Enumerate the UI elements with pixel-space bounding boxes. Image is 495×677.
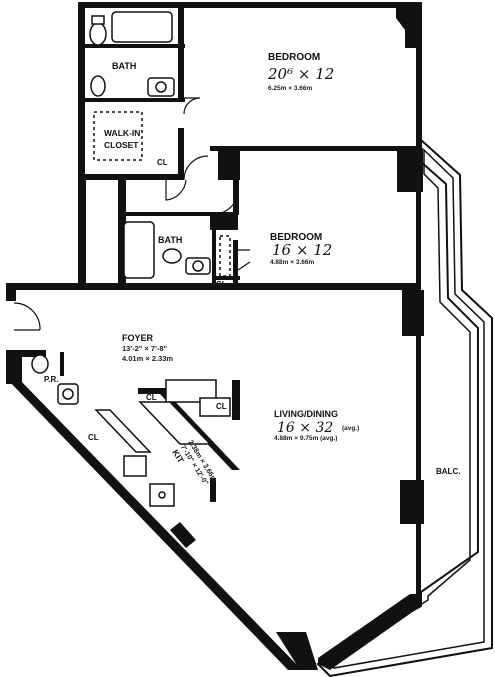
closet-label-walkin: CL — [157, 158, 168, 167]
balcony — [316, 137, 493, 677]
closet-label-bath2: CL — [216, 280, 227, 289]
bedroom1-dims: 20⁶ × 12 — [267, 65, 334, 83]
bedroom1-name: BEDROOM — [268, 52, 320, 63]
living-avg: (avg.) — [342, 425, 359, 432]
powder-room-fixtures — [31, 354, 79, 405]
closet-label-kitchen2: CL — [216, 402, 227, 411]
doors — [13, 97, 251, 331]
walkin-line1: WALK-IN — [104, 128, 140, 138]
walkin-closet-outline — [93, 111, 143, 161]
bath2-closet-outline — [219, 235, 231, 277]
interior-walls — [18, 2, 416, 548]
exterior-walls — [6, 2, 424, 670]
label-foyer: FOYER 13'-2" × 7'-8" 4.01m × 2.33m — [122, 333, 173, 363]
label-bedroom1: BEDROOM 20⁶ × 12 6.25m × 3.66m — [267, 52, 334, 92]
label-living: LIVING/DINING 16 × 32 (avg.) 4.88m × 9.7… — [274, 409, 359, 442]
label-bedroom2: BEDROOM 16 × 12 4.88m × 3.66m — [270, 232, 332, 266]
bath2-name: BATH — [158, 235, 182, 245]
label-walkin: WALK-IN CLOSET — [104, 128, 140, 150]
bath1-name: BATH — [112, 61, 136, 71]
bedroom2-name: BEDROOM — [270, 232, 322, 243]
foyer-dims: 13'-2" × 7'-8" — [122, 344, 168, 353]
living-dims: 16 × 32 — [277, 420, 333, 436]
foyer-name: FOYER — [122, 333, 154, 343]
closet-label-kitchen1: CL — [146, 393, 157, 402]
bedroom2-metric: 4.88m × 3.66m — [270, 259, 314, 266]
bedroom2-dims: 16 × 12 — [272, 241, 332, 259]
bath2-fixtures — [123, 221, 211, 279]
living-metric: 4.88m × 9.75m (avg.) — [274, 435, 337, 442]
bath1-fixtures — [89, 11, 175, 97]
balcony-name: BALC. — [436, 467, 460, 476]
kitchen-fixtures — [94, 379, 231, 507]
walkin-line2: CLOSET — [104, 140, 139, 150]
closet-label-kitchen3: CL — [88, 433, 99, 442]
pr-name: P.R. — [44, 375, 59, 384]
foyer-metric: 4.01m × 2.33m — [122, 354, 173, 363]
bedroom1-metric: 6.25m × 3.66m — [268, 85, 312, 92]
living-name: LIVING/DINING — [274, 409, 338, 419]
